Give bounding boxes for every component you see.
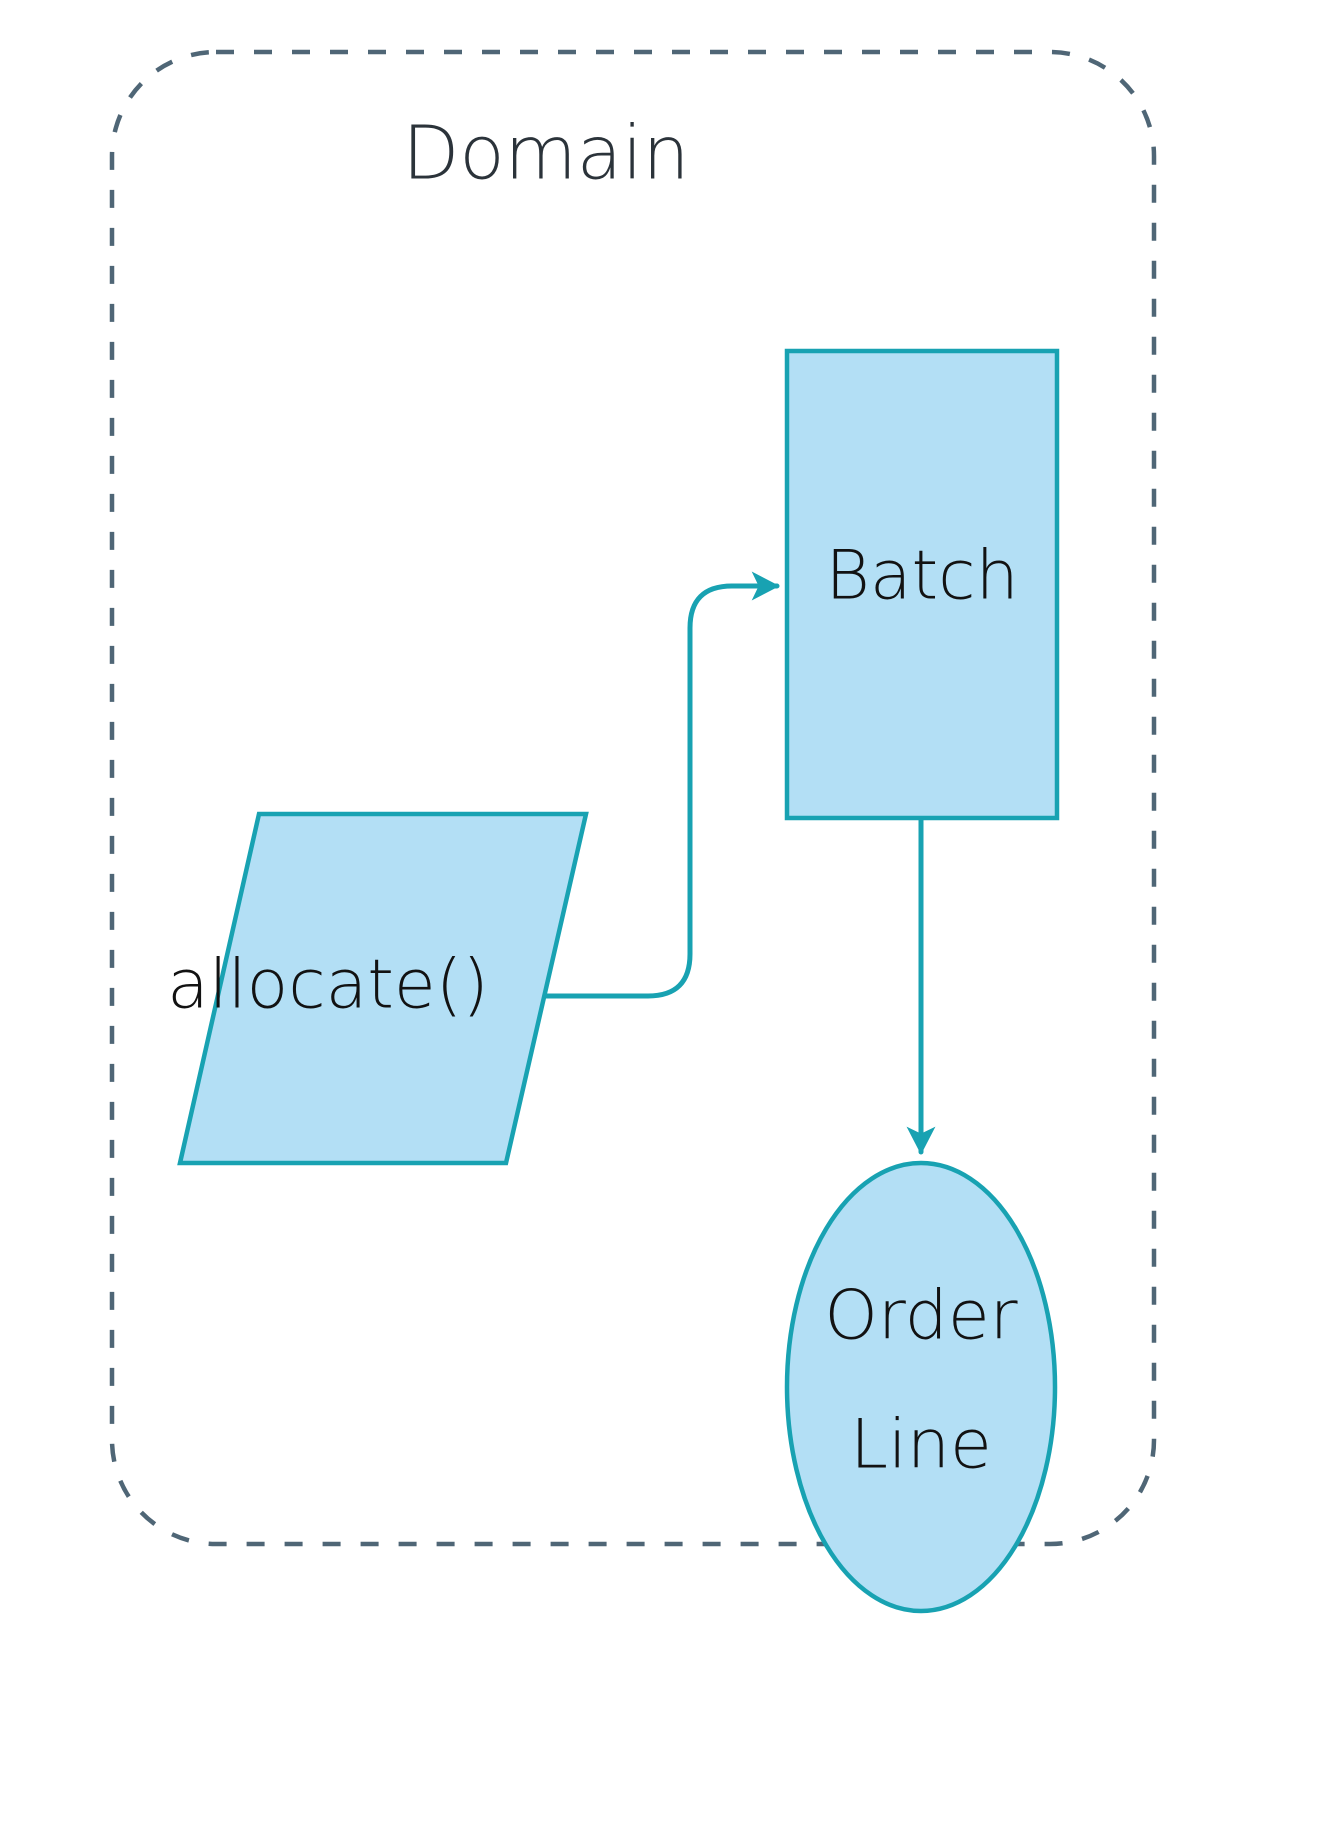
node-batch-label: Batch [825,537,1018,616]
edge-allocate-to-batch [460,571,780,999]
boundary-title: Domain [402,111,689,197]
domain-boundary [109,49,1157,1547]
node-allocate[interactable]: allocate() [167,811,589,1166]
node-order-line[interactable]: Order Line [784,1160,1058,1614]
node-order-line-shape[interactable] [784,1160,1058,1614]
node-allocate-label: allocate() [167,946,489,1025]
node-order-line-label-1: Order [824,1277,1017,1356]
node-batch-shape[interactable] [784,348,1060,821]
node-order-line-label-2: Line [850,1406,992,1485]
node-batch[interactable]: Batch [784,348,1060,821]
node-allocate-shape[interactable] [177,811,589,1166]
